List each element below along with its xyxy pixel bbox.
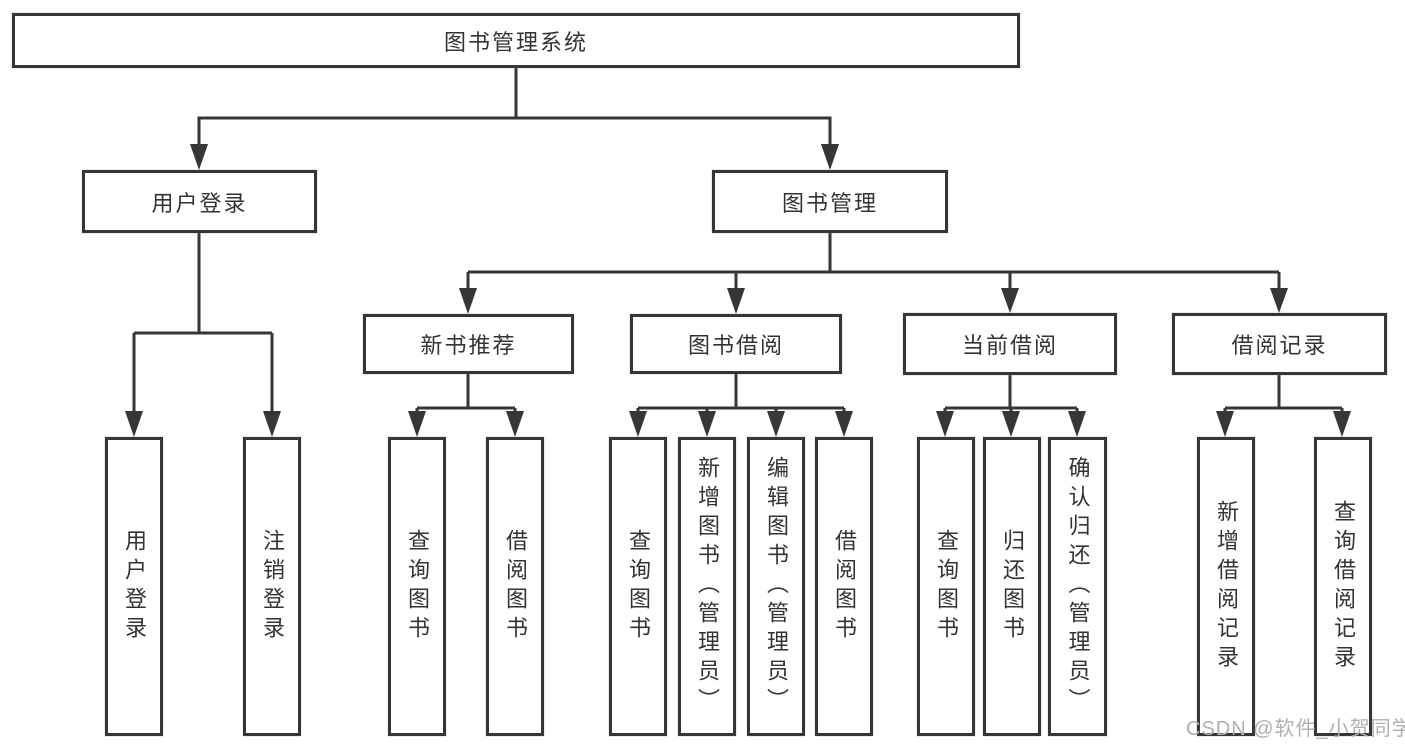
- leaf-label: 查询图书: [405, 528, 430, 645]
- leaf-borrow-books-recommend: 借阅图书: [486, 437, 544, 736]
- leaf-label: 注销登录: [260, 528, 285, 645]
- leaf-label: 用户登录: [122, 528, 147, 645]
- leaf-label: 确认归还（管理员）: [1065, 456, 1091, 717]
- leaf-borrow-books: 借阅图书: [815, 437, 873, 736]
- leaf-query-books-current: 查询图书: [917, 437, 975, 736]
- node-book-management: 图书管理: [712, 170, 948, 233]
- connector-stroke: [132, 68, 1344, 413]
- leaf-add-books-admin: 新增图书（管理员）: [678, 437, 736, 736]
- csdn-watermark: CSDN @软件_小贺同学: [1186, 718, 1405, 740]
- arrowheads: [125, 144, 1351, 437]
- leaf-query-borrow-record: 查询借阅记录: [1314, 437, 1372, 736]
- leaf-label: 新增图书（管理员）: [695, 456, 720, 717]
- node-user-login: 用户登录: [82, 170, 317, 233]
- leaf-query-books-recommend: 查询图书: [388, 437, 446, 736]
- leaf-edit-books-admin: 编辑图书（管理员）: [747, 437, 805, 736]
- node-book-borrow: 图书借阅: [630, 314, 842, 374]
- leaf-label: 新增借阅记录: [1214, 499, 1239, 674]
- leaf-logout: 注销登录: [243, 437, 301, 736]
- leaf-label: 编辑图书（管理员）: [764, 456, 789, 717]
- leaf-query-books-borrow: 查询图书: [609, 437, 667, 736]
- leaf-label: 借阅图书: [503, 528, 528, 645]
- leaf-user-login: 用户登录: [105, 437, 163, 736]
- leaf-label: 查询图书: [626, 528, 651, 645]
- node-current-borrow: 当前借阅: [903, 313, 1117, 375]
- leaf-add-borrow-record: 新增借阅记录: [1197, 437, 1255, 736]
- leaf-label: 查询图书: [934, 528, 959, 645]
- node-new-book-recommend: 新书推荐: [363, 314, 574, 374]
- node-borrow-record: 借阅记录: [1172, 313, 1387, 375]
- leaf-return-books: 归还图书: [983, 437, 1041, 736]
- node-library-management-system: 图书管理系统: [12, 13, 1020, 68]
- leaf-label: 归还图书: [1000, 528, 1025, 645]
- leaf-label: 借阅图书: [832, 528, 857, 645]
- leaf-confirm-return-admin: 确认归还（管理员）: [1048, 437, 1107, 736]
- leaf-label: 查询借阅记录: [1331, 499, 1356, 674]
